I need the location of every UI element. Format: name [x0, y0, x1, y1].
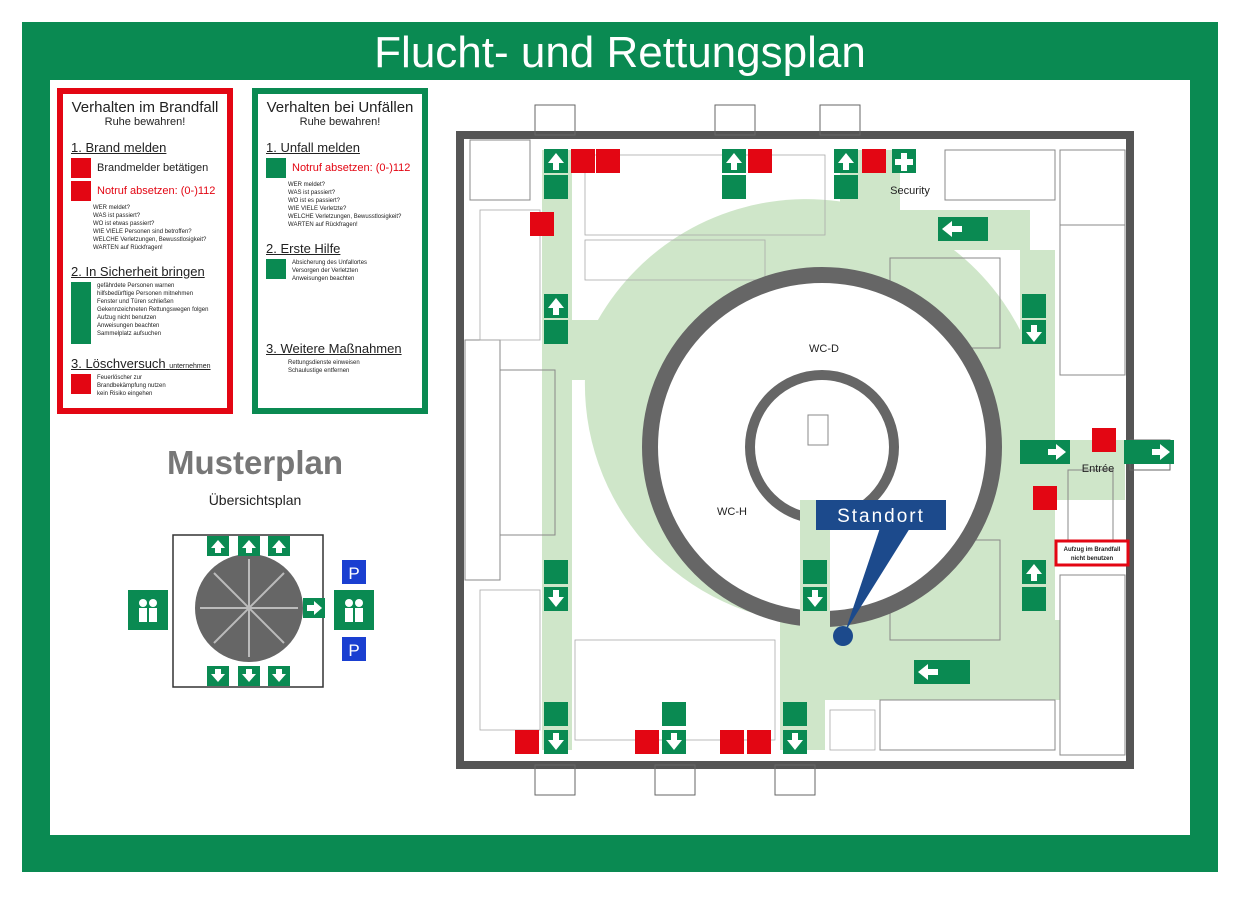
accident-behaviour-panel: Verhalten bei Unfällen Ruhe bewahren! 1.…: [252, 88, 428, 414]
bullet: WELCHE Verletzungen, Bewusstlosigkeit?: [93, 237, 207, 243]
bullet: WAS ist passiert?: [288, 190, 336, 196]
fire-s1-line2: Notruf absetzen: (0-)112: [97, 185, 216, 197]
bullet: Anweisungen beachten: [97, 323, 160, 329]
first-aid-icon: [266, 259, 286, 279]
bullet: Gekennzeichneten Rettungswegen folgen: [97, 307, 209, 313]
fire-s1-bullets: WER meldet? WAS ist passiert? WO ist etw…: [93, 204, 227, 252]
bullet: Fenster und Türen schließen: [97, 299, 174, 305]
bullet: WO ist es passiert?: [288, 198, 341, 204]
bullet: WARTEN auf Rückfragen!: [93, 245, 163, 251]
first-aid-icon: [895, 153, 913, 171]
bullet: Brandbekämpfung nutzen: [97, 383, 166, 389]
accident-section-1: 1. Unfall melden: [266, 140, 360, 155]
page-title: Flucht- und Rettungsplan: [374, 28, 866, 77]
fire-panel-heading: Verhalten im Brandfall: [71, 99, 219, 116]
parking-icon: P P: [342, 560, 366, 661]
bullet: gefährdete Personen warnen: [97, 283, 175, 289]
accident-s2-bullets: Absicherung des Unfallortes Versorgen de…: [292, 259, 367, 283]
bullet: hilfsbedürftige Personen mitnehmen: [97, 291, 194, 297]
emergency-phone-icon: [266, 158, 286, 178]
bullet: WIE VIELE Personen sind betroffen?: [93, 229, 192, 235]
bullet: Anweisungen beachten: [292, 276, 355, 282]
fire-s3-suffix: unternehmen: [169, 363, 211, 370]
accident-s3-bullets: Rettungsdienste einweisen Schaulustige e…: [288, 359, 422, 375]
bullet: Absicherung des Unfallortes: [292, 260, 368, 266]
fire-behaviour-panel: Verhalten im Brandfall Ruhe bewahren! 1.…: [57, 88, 233, 414]
bullet: WAS ist passiert?: [93, 213, 141, 219]
bullet: WO ist etwas passiert?: [93, 221, 155, 227]
wc-d-label: WC-D: [809, 343, 839, 355]
accident-panel-heading: Verhalten bei Unfällen: [266, 99, 414, 116]
accident-s1-bullets: WER meldet? WAS ist passiert? WO ist es …: [288, 181, 422, 229]
fire-panel-sub: Ruhe bewahren!: [104, 116, 186, 128]
bullet: Versorgen der Verletzten: [292, 268, 359, 274]
standort-marker: Standort: [816, 500, 946, 646]
fire-s3-bullets: Feuerlöscher zur Brandbekämpfung nutzen …: [97, 374, 166, 398]
rotunda: [642, 267, 1002, 630]
escape-icon: [71, 282, 91, 344]
fire-alarm-icon: [71, 158, 91, 178]
fire-section-2: 2. In Sicherheit bringen: [71, 264, 205, 279]
bullet: Aufzug nicht benutzen: [97, 315, 157, 321]
elevator-warning-line1: Aufzug im Brandfall: [1064, 547, 1121, 553]
musterplan-heading: Musterplan: [166, 444, 344, 481]
bullet: Rettungsdienste einweisen: [288, 360, 360, 366]
elevator-warning: Aufzug im Brandfall nicht benutzen: [1054, 539, 1130, 567]
exit-arrows: [548, 153, 1170, 750]
bullet: Feuerlöscher zur: [97, 375, 143, 381]
bullet: WER meldet?: [93, 205, 131, 211]
bullet: WELCHE Verletzungen, Bewusstlosigkeit?: [288, 214, 402, 220]
bullet: WIE VIELE Verletzte?: [288, 206, 347, 212]
bullet: Sammelplatz aufsuchen: [97, 331, 162, 337]
phone-icon: [71, 181, 91, 201]
bullet: Schaulustige entfernen: [288, 368, 350, 374]
overview-plan: P P: [128, 534, 374, 688]
security-label: Security: [890, 185, 930, 197]
fire-extinguisher-signs: [515, 149, 1116, 754]
elevator-warning-line2: nicht benutzen: [1071, 556, 1114, 562]
bullet: WARTEN auf Rückfragen!: [288, 222, 358, 228]
entree-label: Entrée: [1082, 463, 1114, 475]
fire-section-3: 3. Löschversuch unternehmen: [71, 356, 227, 371]
fire-s3-title: 3. Löschversuch: [71, 356, 166, 371]
accident-panel-sub: Ruhe bewahren!: [299, 116, 381, 128]
bullet: kein Risiko eingehen: [97, 391, 153, 397]
fire-s1-line1: Brandmelder betätigen: [97, 162, 209, 174]
extinguisher-icon: [71, 374, 91, 394]
fire-s2-bullets: gefährdete Personen warnen hilfsbedürfti…: [97, 282, 208, 338]
accident-s1-line1: Notruf absetzen: (0-)112: [292, 162, 411, 174]
wc-h-label: WC-H: [717, 506, 747, 518]
parking-label-bottom: P: [348, 641, 359, 660]
overview-plan-label: Übersichtsplan: [208, 492, 302, 508]
accident-section-3: 3. Weitere Maßnahmen: [266, 341, 402, 356]
accident-section-2: 2. Erste Hilfe: [266, 241, 341, 256]
parking-label-top: P: [348, 564, 359, 583]
bullet: WER meldet?: [288, 182, 326, 188]
fire-section-1: 1. Brand melden: [71, 140, 167, 155]
standort-label: Standort: [837, 506, 925, 527]
